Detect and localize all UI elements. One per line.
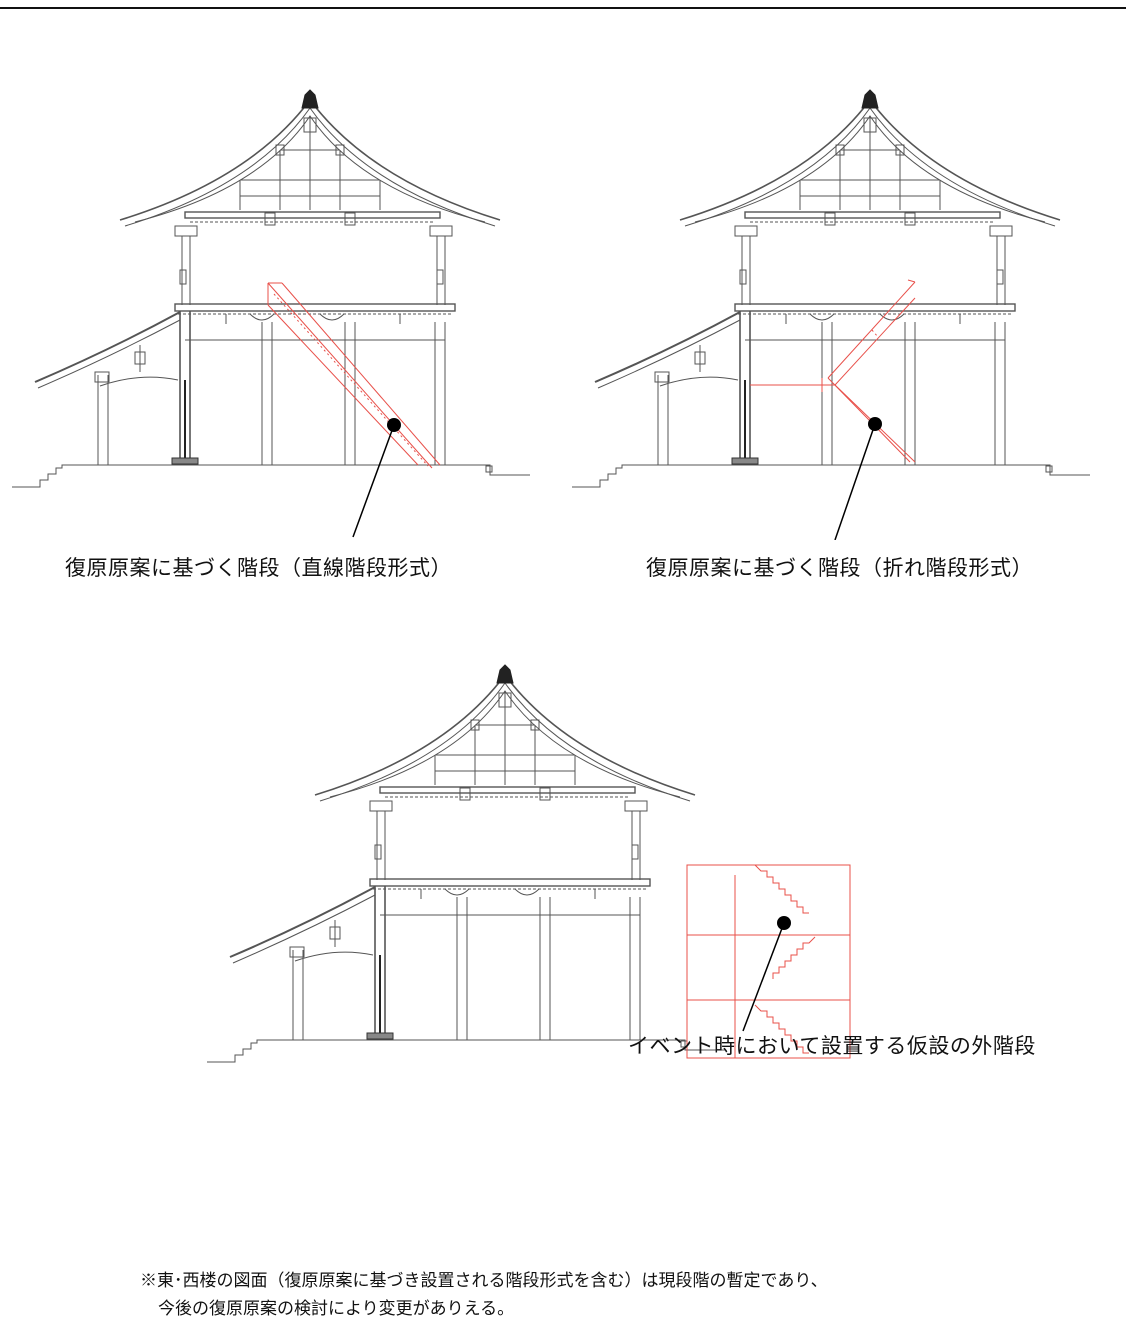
leader-line [742, 922, 785, 1032]
leader-line [834, 423, 876, 541]
external-stair-outline [686, 864, 851, 1059]
caption-folded-stair: 復原原案に基づく階段（折れ階段形式） [646, 556, 1033, 580]
note-line-1: ※東･西楼の図面（復原原案に基づき設置される階段形式を含む）は現段階の暫定であり… [140, 1271, 828, 1291]
note-line-2: 今後の復原原案の検討により変更がありえる。 [158, 1299, 515, 1319]
leader-line [352, 424, 395, 538]
caption-straight-stair: 復原原案に基づく階段（直線階段形式） [65, 556, 452, 580]
straight-stair-outline [267, 282, 441, 469]
section-drawing-straight [11, 89, 531, 538]
diagram-folded-stair: 復原原案に基づく階段（折れ階段形式） [560, 0, 1120, 580]
diagram-temporary-stair [195, 575, 895, 1094]
header-rule [0, 7, 1126, 9]
section-drawing-folded [571, 89, 1091, 541]
caption-temporary-stair: イベント時において設置する仮設の外階段 [628, 1034, 1036, 1058]
section-drawing-temporary [206, 664, 851, 1063]
diagram-straight-stair: 復原原案に基づく階段（直線階段形式） [0, 0, 560, 580]
